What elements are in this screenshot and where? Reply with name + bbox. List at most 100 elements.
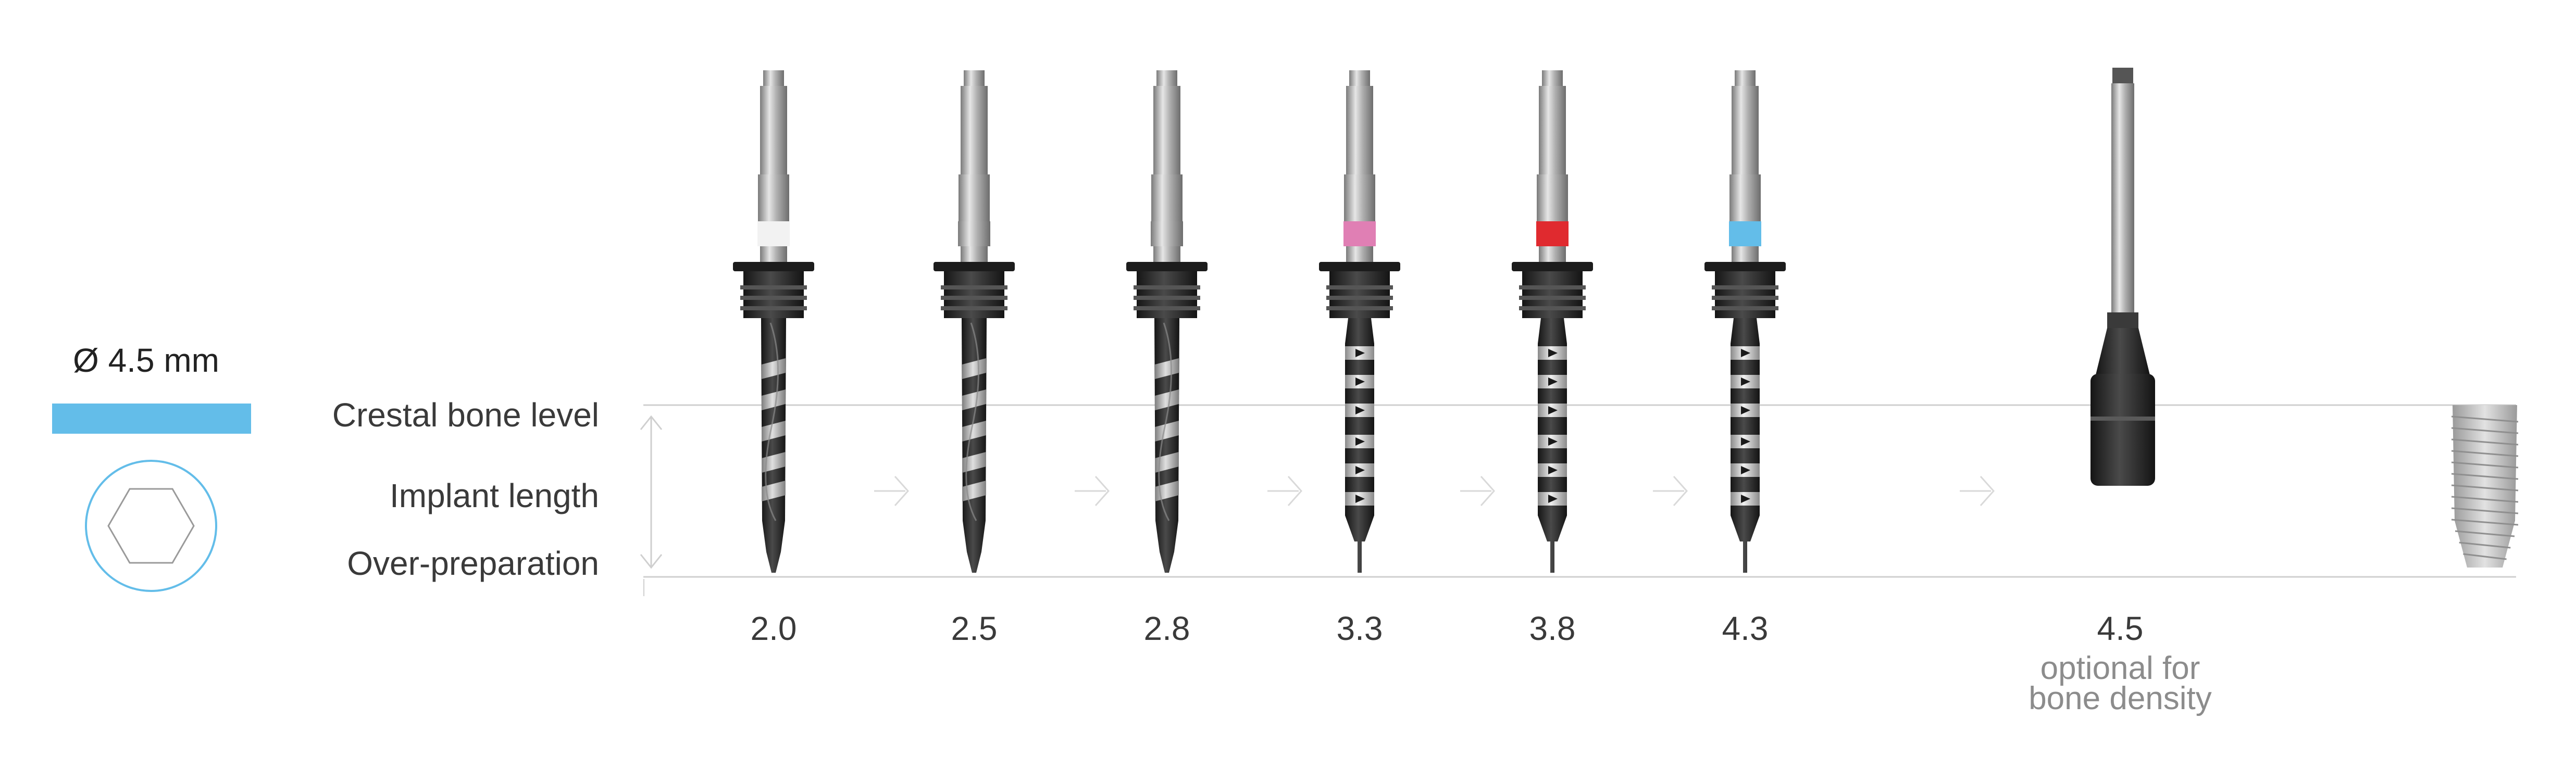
arrow-right-icon	[1980, 476, 1995, 506]
implant-thread	[2451, 473, 2519, 480]
cutting-notch	[1741, 466, 1750, 474]
depth-marking	[762, 452, 786, 473]
stop-collar	[1522, 271, 1583, 318]
optional-drill	[2090, 68, 2155, 486]
implant-thread	[2451, 496, 2519, 503]
depth-marking	[1155, 358, 1179, 379]
implant-thread	[2451, 519, 2519, 526]
optional-note-line2: bone density	[2029, 681, 2212, 716]
depth-marking	[962, 421, 986, 442]
depth-marking	[762, 421, 786, 442]
collar-groove	[1519, 296, 1586, 300]
depth-marking	[762, 358, 786, 379]
stop-flange	[733, 262, 814, 271]
shank-neck	[1539, 246, 1566, 263]
hex-socket-icon	[85, 460, 217, 592]
implant-length-label: Implant length	[389, 477, 599, 514]
cutting-notch	[1741, 437, 1750, 446]
collar-groove	[1326, 296, 1393, 300]
cutting-notch	[1355, 495, 1365, 503]
drill-body	[1154, 318, 1179, 573]
stop-collar	[1715, 271, 1775, 318]
cutting-notch	[1355, 377, 1365, 386]
drill-2.0	[733, 70, 814, 573]
collar-groove	[1712, 306, 1778, 310]
shank	[961, 86, 988, 174]
stop-collar	[944, 271, 1004, 318]
arrow-right-icon	[1480, 476, 1496, 506]
collar-groove	[1134, 296, 1200, 300]
implant-thread	[2451, 507, 2519, 514]
depth-marking	[1155, 389, 1179, 410]
hexagon-shape	[107, 488, 195, 564]
cutting-notch	[1548, 377, 1558, 386]
shank-lower	[1537, 174, 1568, 224]
collar-groove	[1712, 285, 1778, 289]
shank-tip	[1349, 70, 1370, 86]
plain-ring	[958, 221, 990, 246]
tap-head	[2090, 374, 2155, 486]
drill-body	[962, 318, 987, 573]
tap-groove	[2090, 417, 2155, 421]
flute-line	[765, 322, 779, 521]
implant-thread	[2451, 461, 2519, 469]
shank	[1346, 86, 1373, 174]
optional-note-line1: optional for	[2040, 650, 2200, 686]
stop-flange	[1512, 262, 1593, 271]
cutting-notch	[1355, 406, 1365, 414]
shank	[2111, 83, 2134, 323]
drill-2.8	[1126, 70, 1208, 573]
color-ring	[1343, 221, 1376, 246]
flute-line	[1158, 322, 1173, 521]
cutting-notch	[1355, 349, 1365, 357]
collar-groove	[941, 306, 1007, 310]
drill-body	[761, 318, 786, 573]
stop-flange	[934, 262, 1015, 271]
depth-marking	[962, 452, 986, 473]
stop-collar	[743, 271, 804, 318]
collar-groove	[1519, 306, 1586, 310]
cutting-notch	[1548, 406, 1558, 414]
shank-lower	[1151, 174, 1183, 224]
drill-size-label: 2.5	[951, 610, 998, 647]
arrow-up-icon	[640, 415, 663, 430]
depth-marking	[762, 389, 786, 410]
shank-neck	[961, 246, 988, 263]
stop-flange	[1126, 262, 1208, 271]
color-ring	[1536, 221, 1569, 246]
shank	[1153, 86, 1180, 174]
tapered-neck	[2096, 328, 2150, 375]
drill-size-label: 4.3	[1722, 610, 1769, 647]
shank-tip	[964, 70, 985, 86]
implant-body	[2453, 405, 2517, 568]
cutting-notch	[1548, 495, 1558, 503]
collar-groove	[941, 285, 1007, 289]
collar-groove	[1712, 296, 1778, 300]
shank-tip	[2112, 68, 2133, 83]
shank	[1539, 86, 1566, 174]
shank-neck	[760, 246, 787, 263]
implant-thread	[2459, 541, 2511, 549]
implant-thread	[2451, 484, 2519, 492]
collar-groove	[740, 306, 807, 310]
implant-diameter-label: Ø 4.5 mm	[73, 342, 219, 379]
cutting-notch	[1741, 406, 1750, 414]
collar-groove	[1519, 285, 1586, 289]
shank-tip	[1156, 70, 1177, 86]
arrow-down-icon	[640, 554, 663, 569]
collar-groove	[1326, 306, 1393, 310]
depth-marking	[1155, 421, 1179, 442]
cutting-notch	[1355, 466, 1365, 474]
cutting-notch	[1548, 437, 1558, 446]
drill-size-label: 3.8	[1529, 610, 1576, 647]
over-preparation-label: Over-preparation	[347, 545, 599, 582]
shank-lower	[1729, 174, 1761, 224]
drill-size-label: 2.8	[1143, 610, 1190, 647]
stop-flange	[1704, 262, 1786, 271]
shank-neck	[1346, 246, 1373, 263]
arrow-right-icon	[1287, 476, 1303, 506]
collar-groove	[740, 285, 807, 289]
collar-groove	[740, 296, 807, 300]
implant-thread	[2451, 415, 2519, 423]
collar-groove	[1134, 306, 1200, 310]
